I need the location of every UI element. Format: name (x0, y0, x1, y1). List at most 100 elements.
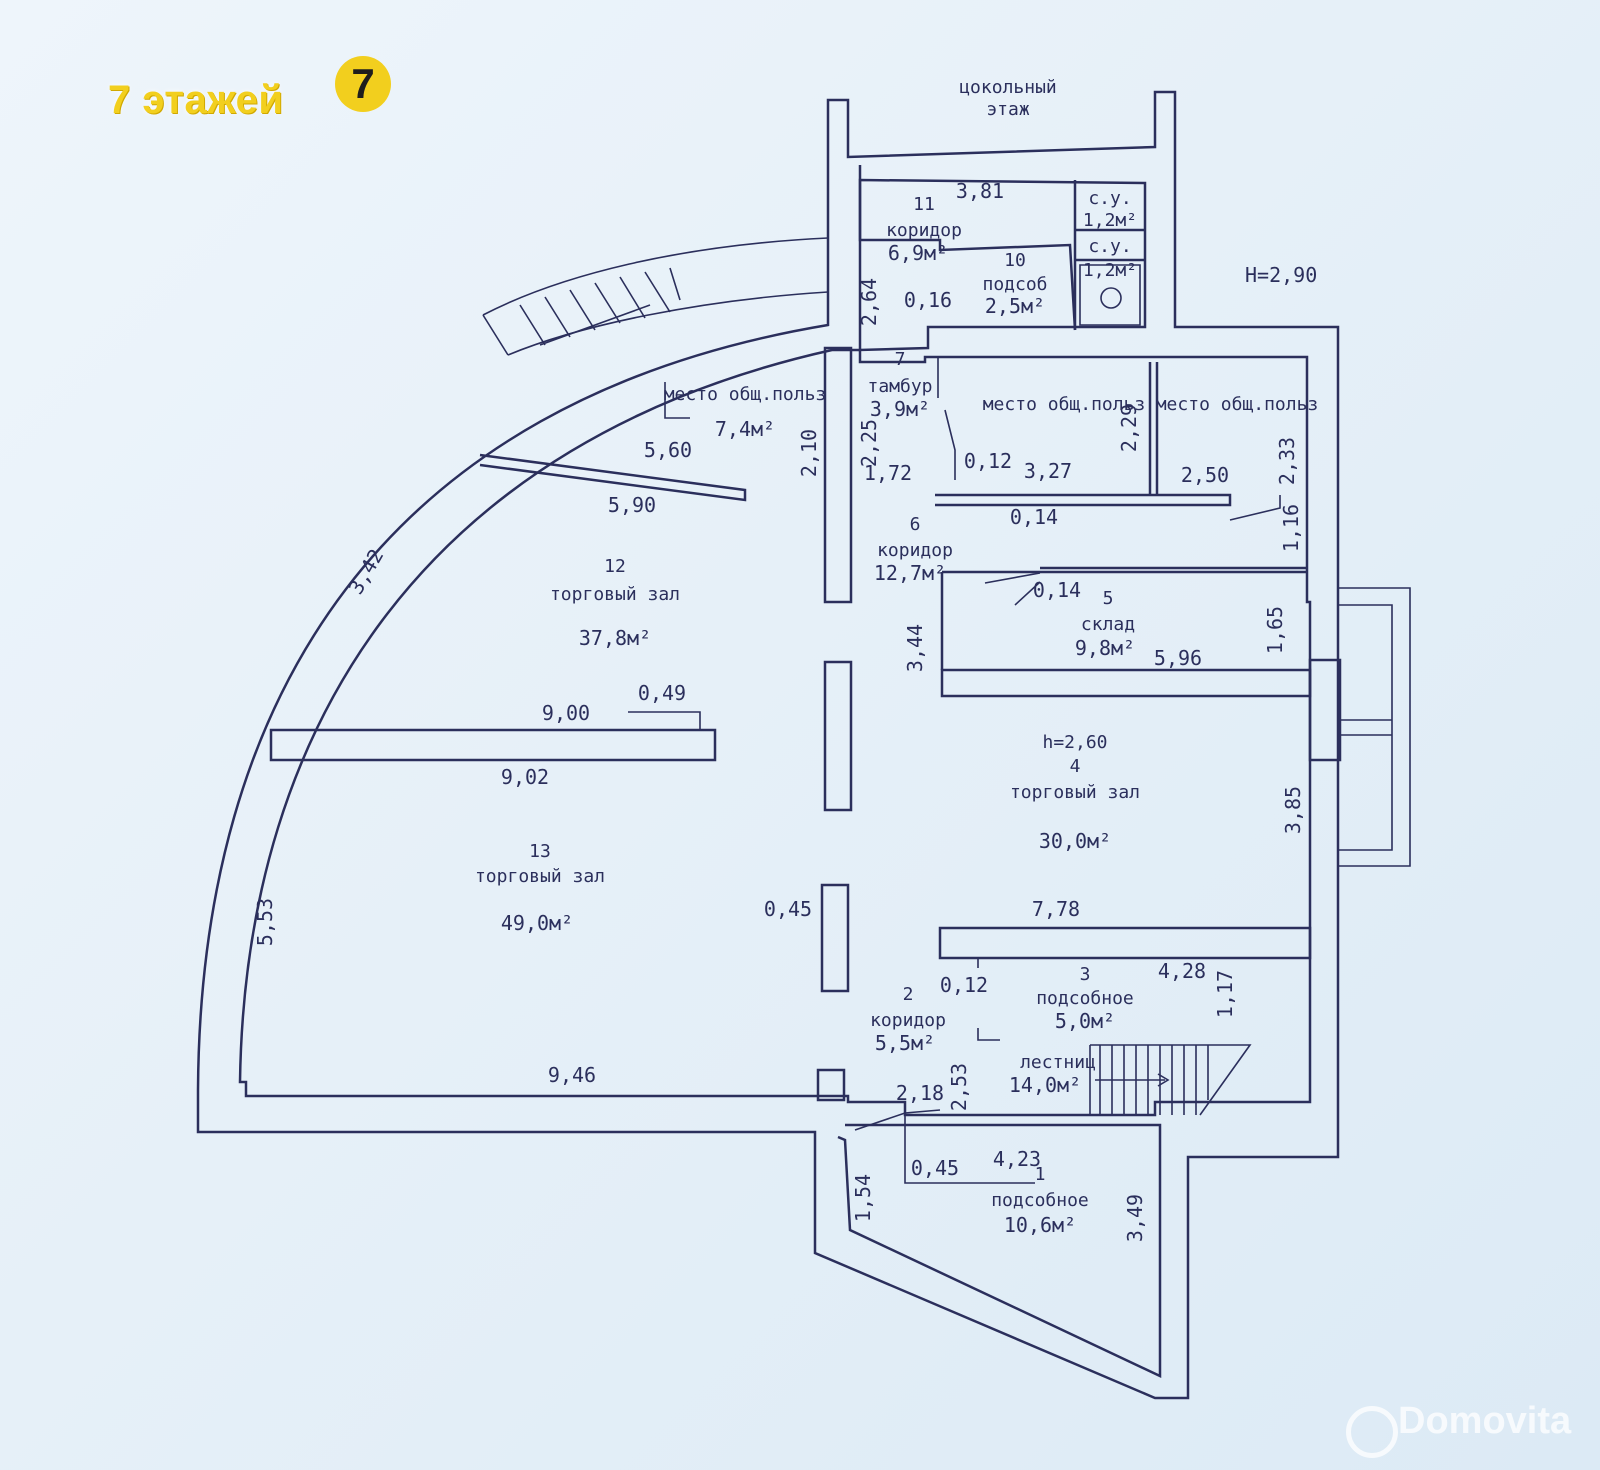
room-4: h=2,60 4 торговый зал 30,0м² (1010, 732, 1140, 853)
room-area: 49,0м² (501, 911, 573, 935)
dim-label: 2,53 (947, 1063, 971, 1111)
brand-logo-icon: 7 (335, 56, 391, 112)
dim-label: 3,85 (1281, 786, 1305, 834)
room-name: торговый зал (550, 584, 680, 605)
dim-label: 2,29 (1117, 404, 1141, 452)
stairs-top (482, 237, 829, 356)
room-name: коридор (877, 540, 953, 561)
room-stairs: лестниц 14,0м² (1009, 1052, 1096, 1097)
room-name: место общ.польз (664, 384, 827, 405)
stairs-bottom (1089, 1044, 1252, 1116)
room-number: 5 (1103, 588, 1114, 609)
dim-label: 1,72 (864, 461, 912, 485)
dim-label: 3,81 (956, 179, 1004, 203)
dim-label: 1,16 (1279, 504, 1303, 552)
dim-label: 9,46 (548, 1063, 596, 1087)
dim-label: 0,12 (964, 449, 1012, 473)
room-2: 2 коридор 5,5м² (870, 984, 946, 1055)
dim-label: 2,33 (1275, 437, 1299, 485)
room-10: 10 подсоб 2,5м² (982, 250, 1047, 318)
room-area: 7,4м² (715, 417, 775, 441)
dim-label: 0,49 (638, 681, 686, 705)
room-number: 1 (1035, 1164, 1046, 1185)
room-name: подсобное (1036, 988, 1134, 1009)
room-name: торговый зал (475, 866, 605, 887)
room-name: подсоб (982, 274, 1047, 295)
room-number: 10 (1004, 250, 1026, 271)
room-area: 14,0м² (1009, 1073, 1081, 1097)
stairs-steps (519, 267, 681, 346)
watermark: Domovita (1398, 1400, 1572, 1442)
room-su-1: с.у. 1,2м² (1083, 188, 1137, 231)
room-area: 2,5м² (985, 294, 1045, 318)
dim-label: 9,02 (501, 765, 549, 789)
room-6: 6 коридор 12,7м² (874, 514, 953, 585)
dim-label: 5,53 (253, 898, 277, 946)
dim-label: 4,23 (993, 1147, 1041, 1171)
header-line2: этаж (986, 99, 1030, 120)
dim-label: 0,14 (1033, 578, 1081, 602)
room-number: 11 (913, 194, 935, 215)
dim-label: 0,14 (1010, 505, 1058, 529)
dim-label: 3,49 (1123, 1194, 1147, 1242)
dim-label: 0,16 (904, 288, 952, 312)
room-name: место общ.польз (1156, 394, 1319, 415)
room-name: лестниц (1020, 1052, 1096, 1073)
height-label: H=2,90 (1245, 263, 1317, 287)
room-number: 3 (1080, 964, 1091, 985)
dim-label: 5,90 (608, 493, 656, 517)
dim-label: 3,27 (1024, 459, 1072, 483)
room-name: с.у. (1088, 188, 1131, 209)
watermark-logo-icon (1346, 1406, 1398, 1458)
brand-text: 7 этажей (108, 78, 284, 122)
dim-label: 9,00 (542, 701, 590, 725)
room-area: 5,5м² (875, 1031, 935, 1055)
dim-label: 1,54 (851, 1174, 875, 1222)
room-number: 6 (910, 514, 921, 535)
room-name: с.у. (1088, 236, 1131, 257)
room-12: 12 торговый зал 37,8м² (550, 556, 680, 650)
room-name: коридор (870, 1010, 946, 1031)
room-area: 9,8м² (1075, 636, 1135, 660)
dim-label: 7,78 (1032, 897, 1080, 921)
room-number: 2 (903, 984, 914, 1005)
room-area: 10,6м² (1004, 1213, 1076, 1237)
dim-label: 0,12 (940, 973, 988, 997)
dimensions: 3,81 2,64 0,16 5,60 5,90 2,10 2,25 1,72 … (253, 179, 1305, 1242)
room-5: 5 склад 9,8м² (1075, 588, 1135, 660)
room-name: коридор (886, 220, 962, 241)
room-su-2: с.у. 1,2м² (1083, 236, 1137, 281)
dim-label: 2,18 (896, 1081, 944, 1105)
room-number: 13 (529, 841, 551, 862)
room-name: тамбур (867, 376, 932, 397)
room-area: 1,2м² (1083, 260, 1137, 281)
room-11: 11 коридор 6,9м² (886, 194, 962, 265)
room-1: 1 подсобное 10,6м² (991, 1164, 1089, 1237)
room-name: место общ.польз (983, 394, 1146, 415)
room-number: 7 (895, 349, 906, 370)
dim-label: 0,45 (911, 1156, 959, 1180)
room-name: подсобное (991, 1190, 1089, 1211)
room-height: h=2,60 (1042, 732, 1107, 753)
dim-label: 1,17 (1213, 970, 1237, 1018)
room-area: 6,9м² (888, 241, 948, 265)
room-name: торговый зал (1010, 782, 1140, 803)
dim-label: 2,10 (797, 429, 821, 477)
header-line1: цокольный (959, 77, 1057, 98)
dim-label: 4,28 (1158, 959, 1206, 983)
dim-label: 1,65 (1263, 606, 1287, 654)
room-3: 3 подсобное 5,0м² (1036, 964, 1134, 1033)
dim-label: 2,25 (857, 419, 881, 467)
room-mop-3: место общ.польз (1156, 394, 1319, 415)
room-13: 13 торговый зал 49,0м² (475, 841, 605, 935)
dim-label: 3,42 (344, 545, 389, 599)
room-area: 30,0м² (1039, 829, 1111, 853)
room-number: 4 (1070, 756, 1081, 777)
room-mop-2: место общ.польз (983, 394, 1146, 415)
room-mop-1: место общ.польз 7,4м² (664, 384, 827, 441)
dim-label: 2,50 (1181, 463, 1229, 487)
dim-label: 0,45 (764, 897, 812, 921)
dim-label: 5,60 (644, 438, 692, 462)
room-area: 12,7м² (874, 561, 946, 585)
